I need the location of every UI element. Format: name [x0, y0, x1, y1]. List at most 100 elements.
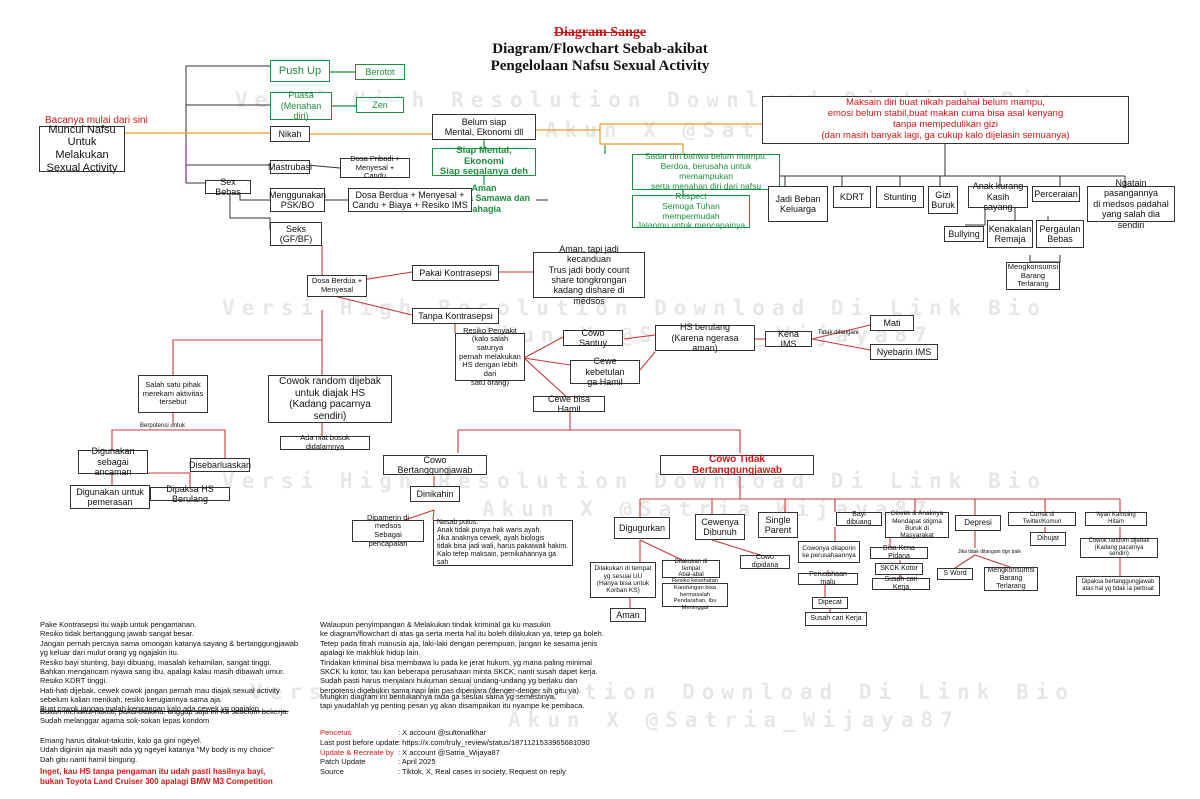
watermark-7: Versi High Resolution Download Di Link B…: [250, 680, 1076, 704]
node-perusahaan-malu: Perusahaan malu: [798, 571, 858, 586]
notes-mid-2: Mungkin diagram ini bentukannya rada ga …: [320, 692, 585, 711]
notes-left-strike: Bukan menakut-nakuti, pakai otakmu. angg…: [40, 707, 289, 716]
node-stunting: Stunting: [876, 186, 924, 208]
node-dipaksa-tj: Dipaksa bertanggungjawab atas hal yg tid…: [1076, 576, 1160, 596]
node-hs-berulang: HS berulang (Karena ngerasa aman): [655, 322, 755, 353]
node-kdrt: KDRT: [833, 186, 871, 208]
node-ngatain: Ngatain pasangannya di medsos padahal ya…: [1087, 178, 1175, 230]
notes-left-1: Pake Kontrasepsi itu wajib untuk pengama…: [40, 620, 299, 714]
title-strike: Diagram Sange: [553, 25, 647, 40]
node-resiko-kesehatan: Resiko kesehatan Kandungan bisa bermasal…: [662, 578, 728, 611]
title-line-1: Diagram/Flowchart Sebab-akibat: [492, 41, 708, 57]
node-aman-2: Aman: [610, 608, 646, 622]
node-dipamerin: Dipamerin di medsos Sebagai pencapaian: [352, 513, 424, 547]
node-ancaman: Digunakan sebagai ancaman: [78, 446, 148, 477]
node-cowok-random-2: Cowok random dijebak (Kadang pacarnya se…: [1080, 538, 1158, 558]
node-susah-2: Susah cari Kerja: [872, 576, 930, 591]
node-cowo-santuy: Cowo Santuy: [563, 328, 623, 348]
credits-row: Last post before update: https://x.com/t…: [320, 738, 590, 748]
notes-left-3: Emang harus ditakut-takutin, kalo ga gin…: [40, 736, 274, 764]
start-hint: Bacanya mulai dari sini: [45, 115, 148, 126]
credits-row: Patch Update : April 2025: [320, 757, 590, 767]
node-abal: Dilakukan di tempat Abal-abal: [662, 559, 720, 578]
node-bayi-dibuang: Bayi dibuang: [836, 511, 882, 526]
node-cewe-hamil: Cewe bisa Hamil: [533, 394, 605, 414]
node-dinikahin: Dinikahin: [410, 486, 460, 502]
watermark-5: Versi High Resolution Download Di Link B…: [222, 469, 1048, 493]
node-zen: Zen: [356, 97, 404, 113]
watermark-8: Akun X @Satria_Wijaya87: [508, 708, 960, 732]
node-pushup: Push Up: [270, 60, 330, 82]
node-depresi: Depresi: [955, 515, 1001, 531]
credits-key: Source: [320, 767, 344, 776]
node-susah-1: Susah cari Kerja: [805, 612, 867, 626]
node-nyebarin: Nyebarin IMS: [870, 344, 938, 360]
node-kasih: Anak kurang Kasih sayang: [968, 181, 1028, 212]
label-berpotensi: Berpotensi untuk: [140, 423, 186, 429]
node-digugurkan: Digugurkan: [614, 517, 670, 539]
node-dilaporin: Cowonya dilaporin ke perusahaannya: [798, 541, 860, 563]
notes-left-2: Sudah melanggar agama sok-sokan lepas ko…: [40, 716, 210, 725]
credits-key: Patch Update: [320, 757, 366, 767]
notes-left-red: Inget, kau HS tanpa pengaman itu udah pa…: [40, 767, 273, 787]
node-pakai-kontrasepsi: Pakai Kontrasepsi: [412, 265, 499, 281]
node-dipidana: Cowo dipidana: [740, 554, 790, 569]
node-gizi: Gizi Buruk: [928, 186, 958, 214]
node-single-parent: Single Parent: [758, 512, 798, 538]
credits-value: : Tiktok, X, Real cases in society, Requ…: [398, 767, 566, 776]
node-disebar: Disebarluaskan: [189, 458, 251, 472]
node-sword: S Word: [937, 568, 973, 580]
node-beban: Jadi Beban Keluarga: [768, 186, 828, 222]
node-cowo-ttj: Cowo Tidak Bertanggungjawab: [660, 454, 814, 476]
notes-mid-1: Walaupun penyimpangan & Melakukan tindak…: [320, 620, 604, 695]
node-belum-siap: Belum siap Mental, Ekonomi dll: [432, 114, 536, 140]
node-kambing: Nyari Kambing Hitam: [1085, 512, 1147, 526]
node-maksain: Maksain diri buat nikah padahal belum ma…: [762, 96, 1129, 144]
node-pemerasan: Digunakan untuk pemerasan: [70, 485, 150, 509]
node-pidana: Bisa Kena Pidana: [870, 545, 928, 560]
node-tanpa-kontrasepsi: Tanpa Kontrasepsi: [412, 308, 499, 324]
node-konsumsi-1: Mengkonsumsi Barang Terlarang: [1006, 262, 1060, 290]
node-dosa-berdua: Dosa Berdua + Menyesal: [307, 275, 367, 297]
credits-value: : X account @Satria_Wijaya87: [398, 747, 500, 757]
node-psk: Menggunakan PSK/BO: [268, 188, 327, 212]
credits-key: Pencetus: [320, 728, 352, 737]
node-cowok-random: Cowok random dijebak untuk diajak HS (Ka…: [268, 375, 392, 423]
node-dibunuh: Cewenya Dibunuh: [695, 514, 745, 540]
title-line-2: Pengelolaan Nafsu Sexual Activity: [490, 58, 710, 74]
node-respect: Respect Semoga Tuhan mempermudah Jalanmu…: [632, 191, 750, 230]
node-cowo-tj: Cowo Bertanggungjawab: [383, 455, 487, 475]
credits-row: Source : Tiktok, X, Real cases in society…: [320, 767, 590, 777]
credits-key: Last post before update: [320, 737, 399, 747]
node-niat-busuk: Ada niat busuk didalamnya: [280, 434, 370, 451]
node-siap: Siap Mental, Ekonomi Siap segalanya deh: [432, 145, 536, 177]
node-dipecat: Dipecat: [812, 597, 848, 609]
node-kena-ims: Kena IMS: [765, 329, 812, 349]
node-mati: Mati: [870, 315, 914, 331]
node-sadar: Sadar diri bahwa belum mampu. Berdoa, be…: [632, 152, 780, 191]
node-dosa-psk: Dosa Berdua + Menyesal + Candu + Biaya +…: [348, 188, 472, 212]
start-node: Muncul Nafsu Untuk Melakukan Sexual Acti…: [39, 124, 125, 174]
node-resiko-penyakit: Resiko Penyakit (kalo salah satunya pern…: [455, 326, 525, 386]
credits-value: : April 2025: [398, 757, 436, 767]
node-dipaksa-hs: Dipaksa HS Berulang: [150, 484, 230, 504]
node-cewe-kebetulan: Cewe kebetulan ga Hamil: [570, 356, 640, 387]
node-bullying: Bullying: [944, 226, 984, 242]
node-konsumsi-2: Mengkonsumsi Barang Terlarang: [984, 567, 1038, 591]
node-aman-candu: Aman, tapi jadi kecanduan Trus jadi body…: [533, 244, 645, 306]
node-seks: Seks (GF/BF): [270, 222, 322, 246]
node-pergaulan: Pergaulan Bebas: [1036, 220, 1084, 248]
node-puasa: Puasa (Menahan diri): [270, 90, 332, 121]
credits-key: Update & Recreate by: [320, 747, 394, 757]
label-jika-tidak: Jika tidak ditangani dgn baik: [958, 549, 1021, 555]
node-cerai: Perceraian: [1032, 186, 1080, 202]
node-nikah: Nikah: [270, 126, 310, 142]
node-berotot: Berotot: [355, 64, 405, 80]
credits-row: Pencetus : X account @sultonafkhar: [320, 728, 590, 738]
node-nasab: Nasab putus. Anak tidak punya hak waris …: [433, 519, 573, 566]
credits-value: : X account @sultonafkhar: [398, 728, 487, 737]
node-dihujat: Dihujat: [1030, 532, 1066, 546]
node-kenakalan: Kenakalan Remaja: [987, 220, 1033, 248]
